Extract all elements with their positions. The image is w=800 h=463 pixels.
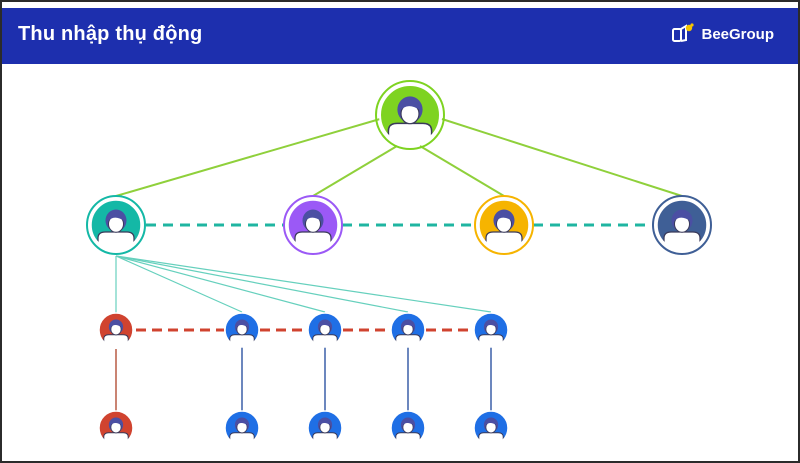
person-node-level3-4 bbox=[390, 410, 426, 446]
person-node-level2-1 bbox=[98, 312, 134, 348]
person-nodes bbox=[86, 80, 712, 446]
person-node-level2-2 bbox=[224, 312, 260, 348]
person-node-purple bbox=[283, 195, 343, 255]
fan-connectors bbox=[115, 255, 492, 314]
person-node-level3-1 bbox=[98, 410, 134, 446]
root-connectors bbox=[115, 118, 683, 197]
brand-name: BeeGroup bbox=[701, 25, 774, 43]
person-node-teal bbox=[86, 195, 146, 255]
person-node-level3-3 bbox=[307, 410, 343, 446]
brand: BeeGroup bbox=[671, 22, 774, 46]
bee-logo-icon bbox=[672, 23, 695, 42]
person-node-slate bbox=[652, 195, 712, 255]
person-node-level2-4 bbox=[390, 312, 426, 348]
page-title: Thu nhập thụ động bbox=[18, 23, 203, 45]
person-node-level2-3 bbox=[307, 312, 343, 348]
person-node-yellow bbox=[474, 195, 534, 255]
person-node-level3-5 bbox=[473, 410, 509, 446]
person-node-level2-5 bbox=[473, 312, 509, 348]
level3-connectors bbox=[115, 346, 492, 411]
top-strip bbox=[2, 2, 798, 8]
person-node-level3-2 bbox=[224, 410, 260, 446]
header-bar: Thu nhập thụ động BeeGroup bbox=[2, 8, 798, 64]
person-node-root bbox=[375, 80, 445, 150]
referral-tree-diagram bbox=[86, 80, 712, 446]
